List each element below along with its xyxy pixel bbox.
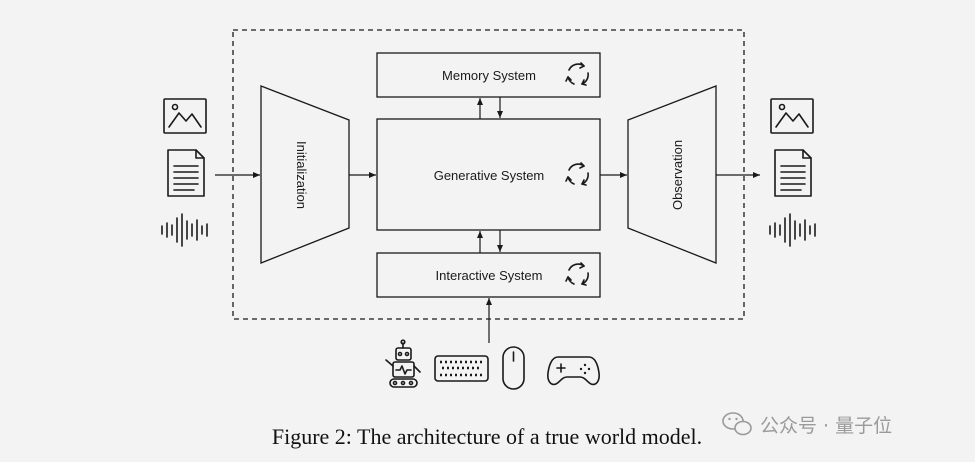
output-modalities: [769, 98, 816, 247]
memory-system-node: Memory System: [376, 52, 601, 98]
observation-label: Observation: [670, 140, 685, 210]
watermark-text: 公众号 · 量子位: [760, 415, 892, 437]
wechat-logo-icon: [722, 412, 752, 436]
audio-waveform-icon: [161, 213, 208, 247]
document-icon: [774, 149, 812, 197]
mouse-icon: [502, 346, 525, 390]
image-icon: [163, 98, 207, 134]
observation-node: Observation: [627, 85, 717, 264]
initialization-node: Initialization: [260, 85, 350, 264]
figure-caption: Figure 2: The architecture of a true wor…: [272, 424, 702, 449]
watermark: 公众号 · 量子位: [722, 412, 892, 437]
interaction-devices: [385, 339, 600, 390]
memory-system-label: Memory System: [442, 68, 536, 83]
generative-system-node: Generative System: [376, 118, 601, 231]
initialization-label: Initialization: [294, 141, 309, 209]
edges: [215, 97, 760, 343]
image-icon: [770, 98, 814, 134]
robot-icon: [385, 339, 421, 388]
gamepad-icon: [547, 356, 600, 386]
input-modalities: [161, 98, 208, 247]
audio-waveform-icon: [769, 213, 816, 247]
interactive-system-label: Interactive System: [436, 268, 543, 283]
keyboard-icon: [434, 355, 489, 382]
interactive-system-node: Interactive System: [376, 252, 601, 298]
document-icon: [167, 149, 205, 197]
generative-system-label: Generative System: [434, 168, 545, 183]
